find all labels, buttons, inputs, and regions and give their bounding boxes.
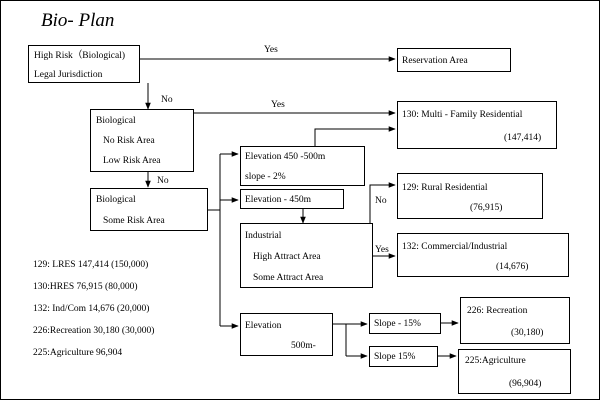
allocation-legend: 129: LRES 147,414 (150,000) 130:HRES 76,…: [33, 254, 154, 364]
legend-item: 225:Agriculture 96,904: [33, 348, 123, 358]
node-bio-low-line3: Low Risk Area: [103, 156, 161, 166]
node-commercial-value: (14,676): [496, 262, 529, 272]
node-multi-family-name: 130: Multi - Family Residential: [402, 110, 523, 120]
edge-label-no-rural: No: [375, 196, 387, 206]
node-recreation-value: (30,180): [511, 328, 544, 338]
edge-elev450500-to-multi: [314, 126, 396, 146]
node-slope-minus15-label: Slope - 15%: [374, 319, 421, 329]
node-rural-value: (76,915): [470, 203, 503, 213]
node-elev450500-line2: slope - 2%: [245, 172, 286, 182]
edge-label-no-bio: No: [161, 95, 173, 105]
node-industrial-line1: Industrial: [245, 231, 282, 241]
node-agriculture: 225:Agriculture (96,904): [458, 349, 571, 394]
legend-item: 132: Ind/Com 14,676 (20,000): [33, 304, 150, 314]
node-multi-family: 130: Multi - Family Residential (147,414…: [397, 101, 557, 149]
node-recreation-name: 226: Recreation: [467, 306, 528, 316]
node-commercial-name: 132: Commercial/Industrial: [402, 242, 508, 252]
node-rural-name: 129: Rural Residential: [402, 183, 488, 193]
legend-item: 130:HRES 76,915 (80,000): [33, 282, 138, 292]
node-industrial-line2: High Attract Area: [253, 252, 321, 262]
node-recreation: 226: Recreation (30,180): [460, 297, 570, 344]
node-bio-low-risk: Biological No Risk Area Low Risk Area: [90, 109, 194, 172]
node-reservation-label: Reservation Area: [402, 56, 468, 66]
edge-label-yes-commercial: Yes: [375, 245, 389, 255]
node-slope-minus15: Slope - 15%: [369, 313, 441, 334]
node-industrial: Industrial High Attract Area Some Attrac…: [240, 223, 373, 288]
node-commercial-industrial: 132: Commercial/Industrial (14,676): [397, 233, 569, 277]
legend-item: 226:Recreation 30,180 (30,000): [33, 326, 155, 336]
node-agriculture-name: 225:Agriculture: [465, 356, 526, 366]
edge-label-yes-multi: Yes: [271, 100, 285, 110]
node-slope15-label: Slope 15%: [374, 352, 416, 362]
node-industrial-line3: Some Attract Area: [253, 273, 324, 283]
node-slope-15: Slope 15%: [369, 346, 438, 367]
node-bio-low-line2: No Risk Area: [103, 136, 155, 146]
node-high-risk: High Risk（Biological) Legal Jurisdiction: [28, 45, 140, 83]
node-high-risk-line1: High Risk（Biological): [34, 51, 126, 61]
node-bio-low-line1: Biological: [96, 116, 136, 126]
node-elev500-line1: Elevation: [245, 321, 282, 331]
node-reservation: Reservation Area: [397, 48, 511, 72]
edge-industrial-to-rural: [369, 182, 396, 223]
node-elev500-line2: 500m-: [291, 341, 316, 351]
node-bio-some-risk: Biological Some Risk Area: [90, 188, 208, 231]
node-elev450-label: Elevation - 450m: [245, 195, 311, 205]
node-multi-family-value: (147,414): [504, 133, 542, 143]
edge-label-no-some: No: [157, 176, 169, 186]
node-bio-some-line1: Biological: [96, 195, 136, 205]
node-elevation-450: Elevation - 450m: [240, 189, 344, 209]
node-high-risk-line2: Legal Jurisdiction: [34, 70, 103, 80]
node-elev450500-line1: Elevation 450 -500m: [245, 152, 326, 162]
edge-label-yes-reservation: Yes: [264, 45, 278, 55]
node-elevation-450-500: Elevation 450 -500m slope - 2%: [240, 146, 365, 186]
legend-item: 129: LRES 147,414 (150,000): [33, 260, 149, 270]
node-rural-residential: 129: Rural Residential (76,915): [397, 173, 543, 219]
node-bio-some-line2: Some Risk Area: [103, 216, 165, 226]
node-elevation-500: Elevation 500m-: [240, 313, 333, 356]
diagram-title: Bio- Plan: [41, 10, 115, 31]
node-agriculture-value: (96,904): [509, 379, 542, 389]
